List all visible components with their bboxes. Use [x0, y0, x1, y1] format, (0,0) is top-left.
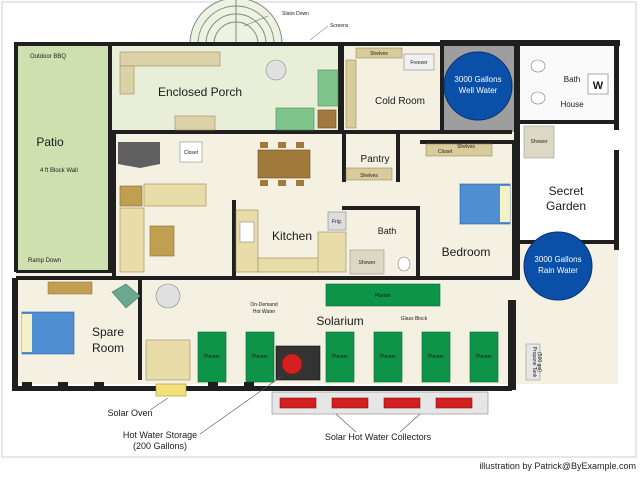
planter-label: Planter: [204, 354, 220, 360]
well-tank-line-1: 3000 Gallons: [454, 75, 501, 84]
planter-label: Planter: [380, 354, 396, 360]
shower-bath: [349, 249, 385, 275]
closet-left-label: Closet: [184, 150, 199, 156]
illustration-credit: illustration by Patrick@ByExample.com: [479, 461, 636, 471]
shower-bath-label: Shower: [359, 260, 376, 266]
planter-box: [421, 331, 451, 383]
hot-water-storage-line-2: (200 Gallons): [133, 441, 187, 451]
screens-leader: [309, 25, 329, 41]
cold-room-label: Cold Room: [375, 96, 425, 107]
secret-garden-line-2: Garden: [546, 199, 586, 213]
propane-line-2: (500 gal): [536, 352, 542, 372]
solar-oven-leader: [149, 397, 169, 411]
planter-box: [469, 331, 499, 383]
bedroom-pillows: [500, 186, 510, 222]
glass-block-label: Glass Block: [401, 316, 428, 322]
solar-oven: [155, 383, 187, 397]
long-planter: [325, 283, 441, 307]
fridge-label: Frig.: [332, 219, 342, 225]
stairs-down-label: Stairs Down: [282, 11, 309, 17]
on-demand-line-2: Hot Water: [253, 309, 276, 315]
planter-label: Planter: [476, 354, 492, 360]
planter-box: [325, 331, 355, 383]
freezer-label: Freezer: [410, 60, 428, 66]
on-demand-line-1: On-Demand: [250, 302, 277, 308]
shelves-cold-side: [345, 59, 357, 129]
bath-house-fixtures: [530, 59, 609, 105]
planter-label: Planter: [332, 354, 348, 360]
bath-house-line-1: Bath: [564, 75, 580, 84]
washer-mark: W: [593, 80, 604, 92]
hot-water-leader: [199, 375, 283, 435]
collector-leaders: [335, 413, 421, 433]
planter-label: Planter: [252, 354, 268, 360]
toilet: [397, 256, 411, 272]
freezer: [403, 53, 435, 71]
spare-room-chair: [111, 283, 141, 309]
living-furniture: [118, 142, 207, 273]
shelves-cold-room: [355, 47, 403, 59]
block-wall-label: 4 ft Block Wall: [40, 168, 78, 174]
solarium-couch: [145, 339, 191, 381]
rain-tank-line-1: 3000 Gallons: [534, 255, 581, 264]
walls: [12, 40, 620, 391]
closet-right-label: Closet: [438, 149, 453, 155]
shower-bath-house: [523, 125, 555, 159]
enclosed-porch-label: Enclosed Porch: [158, 85, 242, 99]
kitchen-counters: [235, 209, 347, 273]
rain-water-tank: [523, 231, 593, 301]
solar-oven-callout: Solar Oven: [107, 408, 152, 418]
solar-collectors-callout: Solar Hot Water Collectors: [325, 432, 432, 442]
stairs-leader: [243, 15, 269, 27]
long-planter-label: Planter: [375, 293, 391, 299]
planter-box: [245, 331, 275, 383]
planter-label: Planter: [428, 354, 444, 360]
hot-water-tank: [281, 353, 303, 375]
closet-right: [425, 143, 493, 157]
shelves-pantry-label: Shelves: [360, 173, 378, 179]
porch-furniture: [119, 51, 339, 131]
bath-label: Bath: [378, 226, 397, 236]
spare-room-line-1: Spare: [92, 325, 124, 339]
propane-tank: [525, 343, 541, 381]
pantry-label: Pantry: [361, 154, 390, 165]
solarium-table: [155, 283, 181, 309]
screens-label: Screens: [330, 23, 349, 29]
bath-house-line-2: House: [560, 100, 584, 109]
bedroom-label: Bedroom: [442, 245, 491, 259]
well-water-tank: [443, 51, 513, 121]
spare-room-dresser: [47, 281, 93, 295]
planter-box: [373, 331, 403, 383]
planter-box: [197, 331, 227, 383]
outdoor-bbq-label: Outdoor BBQ: [30, 54, 66, 60]
rain-tank-line-2: Rain Water: [538, 266, 578, 275]
south-windows: [22, 382, 254, 390]
collector-frame: [271, 391, 489, 415]
secret-garden-line-1: Secret: [549, 184, 584, 198]
stairs: [189, 0, 283, 45]
closet-left: [179, 141, 203, 163]
patio-label: Patio: [36, 135, 64, 149]
planter-group: Planter Planter Planter Planter Planter Plant…: [197, 331, 499, 383]
kitchen-label: Kitchen: [272, 229, 312, 243]
propane-line-1: Propane Tank: [531, 347, 537, 378]
shower-house-label: Shower: [531, 139, 548, 145]
spare-room-pillows: [22, 314, 32, 352]
dining-table: [257, 142, 311, 186]
shelves-cold-label: Shelves: [370, 51, 388, 57]
shelves-pantry: [345, 167, 393, 181]
solar-collectors: [279, 397, 473, 409]
well-tank-line-2: Well Water: [459, 86, 498, 95]
ramp-down-label: Ramp Down: [28, 258, 61, 264]
spare-room-line-2: Room: [92, 341, 124, 355]
patio-area: [16, 44, 112, 270]
hot-water-storage-line-1: Hot Water Storage: [123, 430, 197, 440]
solarium-label: Solarium: [316, 314, 363, 328]
shelves-right-label: Shelves: [457, 144, 475, 150]
fridge: [327, 211, 347, 231]
